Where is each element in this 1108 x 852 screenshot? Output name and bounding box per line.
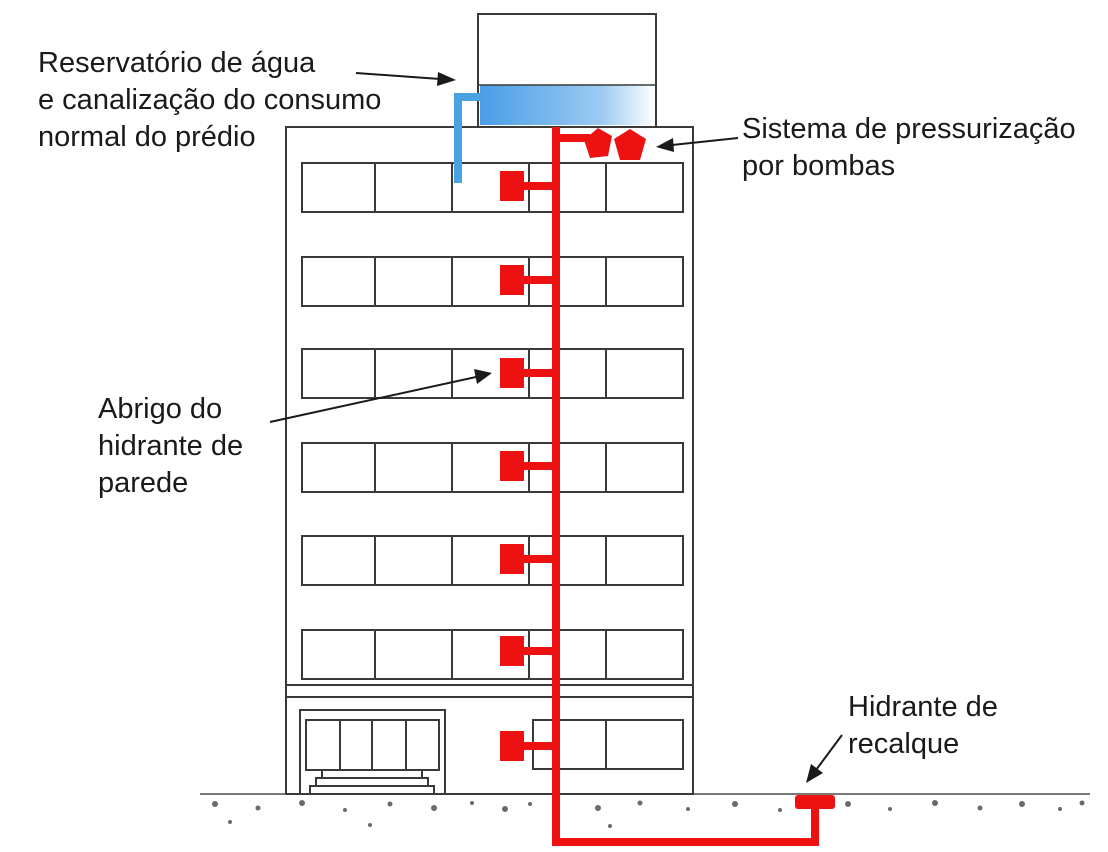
pump [584,128,612,158]
label-recalque-line2: recalque [848,728,959,760]
label-reservoir-line3: normal do prédio [38,121,256,153]
arrows [269,72,843,783]
pressurization-pumps [584,128,646,160]
window-row [301,256,684,307]
arrow-recalque [806,734,843,783]
hydrant-cabinet [500,636,556,666]
water-reservoir [477,13,657,128]
fire-main [552,127,819,846]
pump [614,129,646,160]
window-row [301,348,684,399]
hydrant-cabinet [500,451,556,481]
water-level [480,85,654,125]
hydrant-cabinet [500,544,556,574]
wall-hydrants [500,171,556,761]
hydrant-cabinet [500,731,556,761]
label-reservoir-line1: Reservatório de água [38,47,316,79]
hydrant-cabinet [500,171,556,201]
label-hydrant-shelter-line2: hidrante de [98,430,243,462]
window-row [301,535,684,586]
window-row [301,162,684,213]
arrow-reservoir [355,72,456,86]
labels: Reservatório de água e canalização do co… [38,47,1076,760]
hydrant-cabinet [500,265,556,295]
building [285,126,694,795]
label-recalque-line1: Hidrante de [848,691,998,723]
windows [301,162,684,770]
arrow-hydrant-shelter [269,369,492,423]
recalque-hydrant [795,795,835,809]
ground [200,793,1090,828]
label-pressurization-line1: Sistema de pressurização [742,113,1076,145]
consumption-pipe [454,93,480,183]
label-hydrant-shelter-line1: Abrigo do [98,393,222,425]
entrance [299,709,446,795]
label-pressurization-line2: por bombas [742,150,895,182]
building-outline [285,126,694,795]
label-hydrant-shelter-line3: parede [98,467,188,499]
arrow-pumps [656,137,739,152]
window-row [301,629,684,680]
label-reservoir-line2: e canalização do consumo [38,84,381,116]
window-row [301,442,684,493]
hydrant-cabinet [500,358,556,388]
